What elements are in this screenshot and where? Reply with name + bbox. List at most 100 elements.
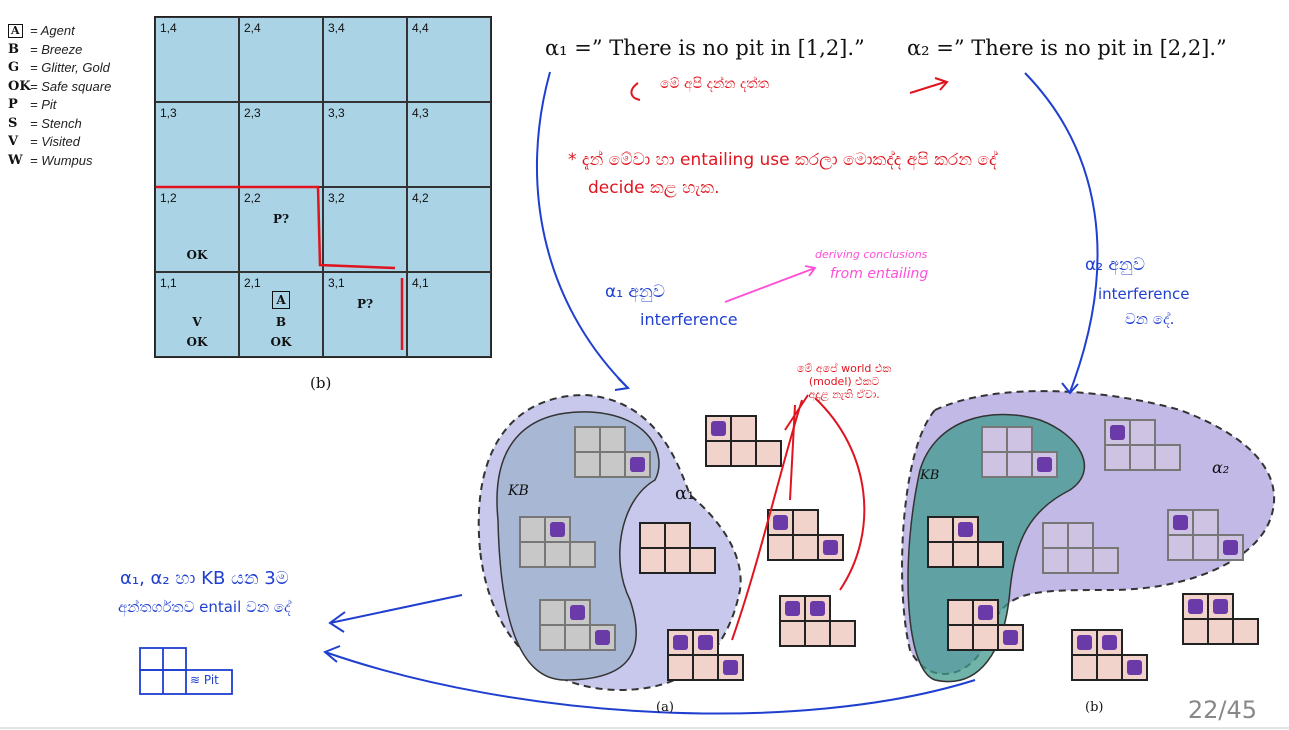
note-deriving-2: from entailing — [830, 266, 929, 282]
cell-label: P? — [272, 212, 290, 226]
cell-coord: 1,4 — [160, 21, 177, 35]
legend-key: W — [8, 152, 23, 168]
model-board — [1104, 419, 1181, 471]
cell-coord: 3,2 — [328, 191, 345, 205]
grid-cell: 3,2 — [323, 187, 407, 272]
grid-cell: 4,2 — [407, 187, 491, 272]
legend-label: = Glitter, Gold — [30, 60, 110, 75]
legend-key: P — [8, 97, 18, 112]
cell-coord: 4,4 — [412, 21, 429, 35]
note-alpha2-inf-a: α₂ අනුව — [1085, 255, 1145, 275]
cell-label: OK — [186, 335, 208, 349]
legend-label: = Wumpus — [30, 152, 93, 168]
model-boards — [519, 415, 1259, 681]
note-alpha1-inf-b: interference — [640, 310, 738, 329]
legend-row: W = Wumpus — [8, 152, 111, 171]
cell-coord: 4,1 — [412, 276, 429, 290]
model-board — [779, 595, 856, 647]
model-board — [667, 629, 744, 681]
cell-label: P? — [356, 297, 374, 311]
model-board — [1071, 629, 1148, 681]
grid-cell: 2,4 — [239, 17, 323, 102]
cell-coord: 3,4 — [328, 21, 345, 35]
cell-coord: 1,2 — [160, 191, 177, 205]
legend-label: = Agent — [30, 23, 75, 38]
alpha1-statement: α₁ =” There is no pit in [1,2].” — [545, 36, 865, 60]
legend-row: OK= Safe square — [8, 78, 111, 97]
legend-key: G — [8, 60, 20, 75]
venn-right-kb: KB — [920, 468, 940, 483]
cell-coord: 1,3 — [160, 106, 177, 120]
legend-label: = Breeze — [30, 41, 83, 57]
cell-label: B — [275, 315, 287, 329]
grid-cell: 4,1 — [407, 272, 491, 357]
model-board — [1182, 593, 1259, 645]
venn-left-kb: KB — [508, 483, 529, 499]
model-board — [705, 415, 782, 467]
legend-row: A= Agent — [8, 22, 111, 41]
cell-label: OK — [186, 248, 208, 262]
note-left-1: α₁, α₂ හා KB යන 3ම — [120, 568, 289, 589]
cell-coord: 3,3 — [328, 106, 345, 120]
hand-drawn-board — [139, 647, 233, 695]
model-board — [981, 426, 1058, 478]
note-world: මේ අපේ world එක (model) එකට අදාළ නැති ඒව… — [797, 362, 891, 401]
legend-key: S — [8, 115, 18, 131]
legend-key: V — [8, 134, 19, 149]
model-board — [1167, 509, 1244, 561]
bottom-divider — [0, 727, 1289, 729]
model-board — [947, 599, 1024, 651]
note-alpha1-inf-a: α₁ අනුව — [605, 282, 665, 302]
cell-coord: 4,2 — [412, 191, 429, 205]
grid-cell: 3,4 — [323, 17, 407, 102]
venn-left-caption: (a) — [656, 700, 674, 715]
cell-coord: 2,2 — [244, 191, 261, 205]
model-board — [1042, 522, 1119, 574]
legend-key: OK — [8, 78, 31, 94]
grid-cell: 3,3 — [323, 102, 407, 187]
legend-key: B — [8, 41, 19, 57]
note-alpha2-inf-b: interference — [1098, 285, 1190, 303]
cell-coord: 2,1 — [244, 276, 261, 290]
agent-marker: A — [240, 291, 322, 309]
red-arrows — [630, 77, 949, 641]
blue-arrows — [323, 71, 1099, 715]
grid-cell: 4,3 — [407, 102, 491, 187]
note-star-line1: * දැන් මේවා හා entailing use කරලා මොකද්ද… — [568, 150, 997, 170]
model-board — [639, 522, 716, 574]
grid-cell: 1,4 — [155, 17, 239, 102]
note-star-line2: decide කළ හැක. — [588, 178, 720, 198]
model-board — [574, 426, 651, 478]
legend-label: = Visited — [30, 134, 80, 149]
model-board — [539, 599, 616, 651]
alpha2-statement: α₂ =” There is no pit in [2,2].” — [907, 36, 1227, 60]
cell-coord: 4,3 — [412, 106, 429, 120]
model-board — [927, 516, 1004, 568]
note-deriving-1: deriving conclusions — [815, 248, 928, 261]
hand-box-text: ≋ Pit — [190, 673, 219, 687]
grid-caption: (b) — [310, 374, 332, 392]
legend-label: = Stench — [30, 115, 82, 131]
legend-key: A — [8, 22, 30, 41]
cell-label: OK — [270, 335, 292, 349]
venn-right-alpha: α₂ — [1212, 458, 1230, 477]
grid-red-path — [156, 185, 404, 350]
note-world-3: අදාළ නැති ඒවා. — [808, 388, 880, 401]
cell-coord: 2,3 — [244, 106, 261, 120]
legend-row: G = Glitter, Gold — [8, 59, 111, 78]
grid-cell: 4,4 — [407, 17, 491, 102]
venn-right-caption: (b) — [1085, 700, 1104, 715]
legend-label: = Pit — [30, 97, 57, 112]
cell-coord: 2,4 — [244, 21, 261, 35]
note-left-2: අන්තර්ගතව entail වන දේ — [118, 598, 291, 616]
page-number: 22/45 — [1187, 696, 1257, 724]
pink-arrow — [724, 265, 817, 303]
legend-row: S = Stench — [8, 115, 111, 134]
cell-coord: 3,1 — [328, 276, 345, 290]
